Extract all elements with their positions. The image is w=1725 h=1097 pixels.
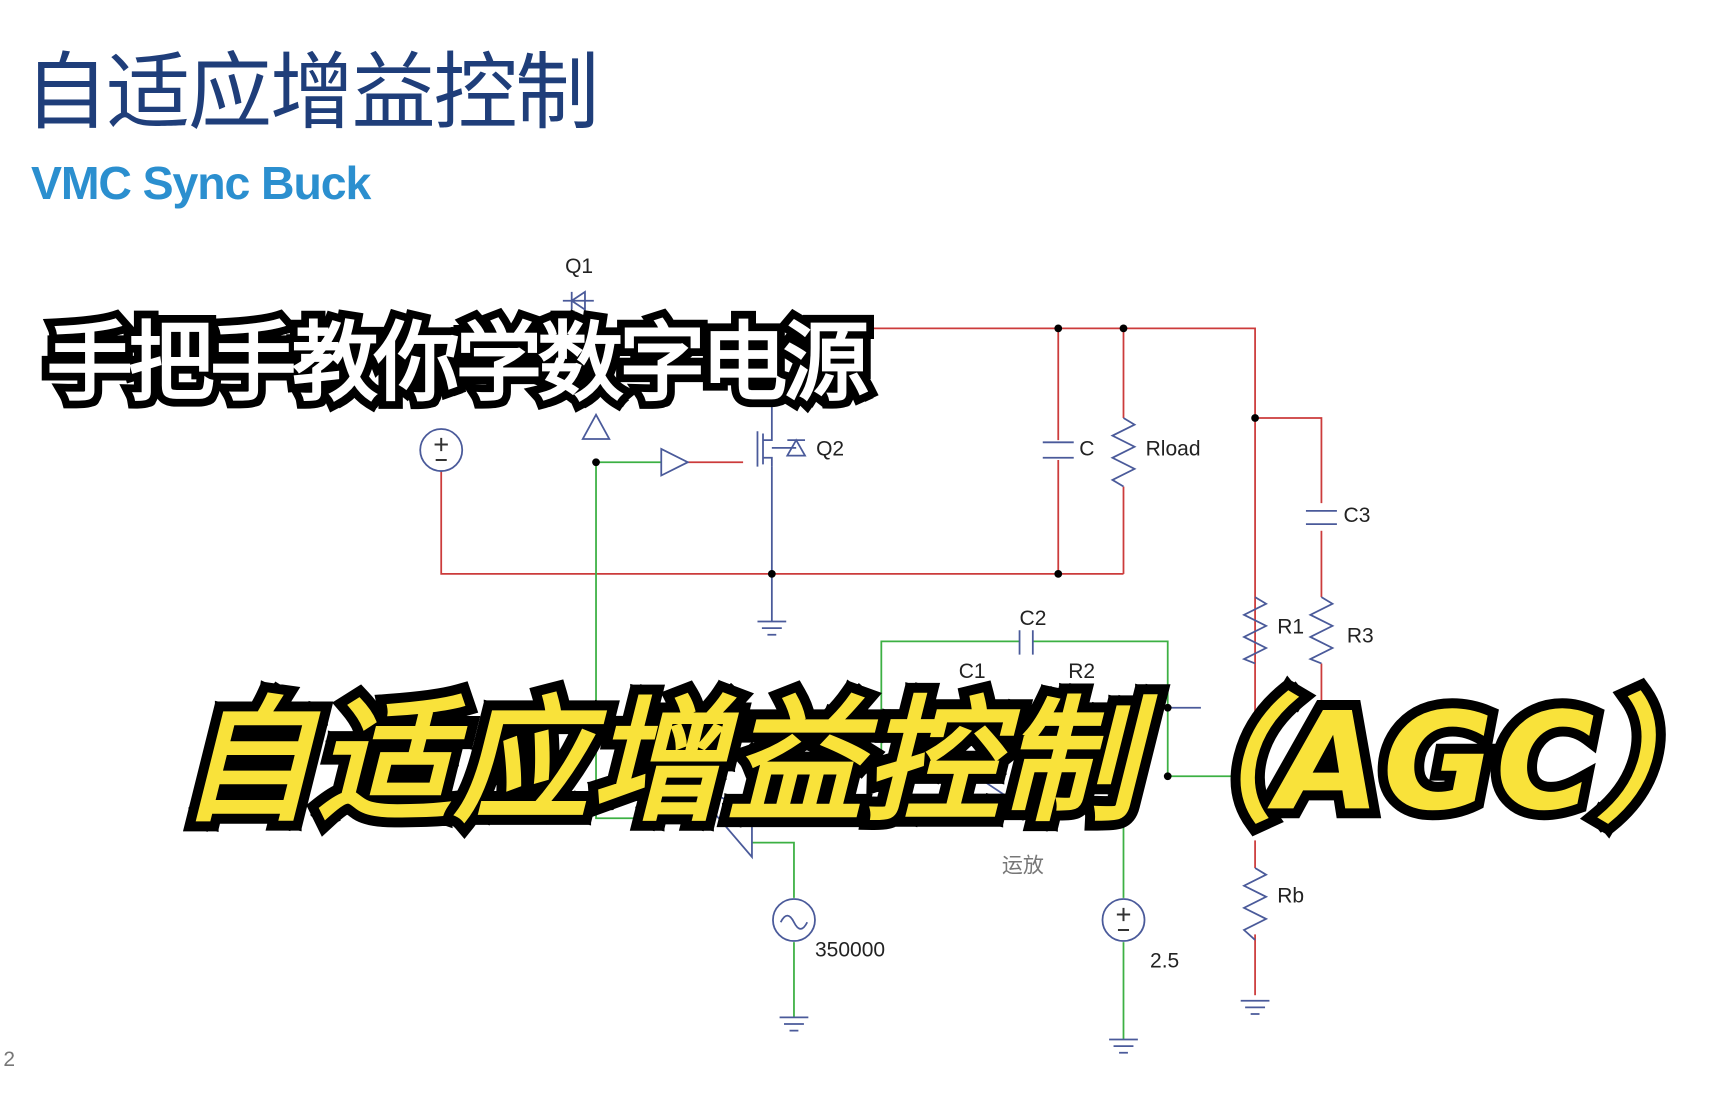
resistor-r3-icon	[1308, 596, 1335, 665]
slide-subtitle: VMC Sync Buck	[30, 157, 371, 209]
dc-ref-source-icon	[1101, 898, 1146, 942]
buffer-icon	[660, 447, 690, 477]
label-c3: C3	[1343, 504, 1371, 528]
resistor-rload-icon	[1110, 417, 1137, 488]
diode-icon	[581, 412, 611, 440]
junction-dots	[592, 324, 1259, 781]
q2-mosfet-icon	[756, 398, 807, 467]
capacitor-c2-icon	[1018, 630, 1034, 655]
label-c1: C1	[958, 660, 986, 684]
q1-diode-icon	[562, 290, 594, 312]
page-number: 2	[3, 1048, 16, 1072]
label-rb: Rb	[1277, 884, 1305, 908]
ground-icon	[1109, 1038, 1138, 1054]
components	[419, 290, 1337, 1054]
label-r2: R2	[1068, 660, 1096, 684]
label-ac-source: 350000	[814, 938, 886, 963]
ac-source-icon	[772, 898, 816, 942]
label-r3: R3	[1346, 624, 1374, 648]
label-c: C	[1079, 437, 1095, 462]
label-r1: R1	[1277, 615, 1305, 640]
slide-title: 自适应增益控制	[24, 43, 599, 142]
topic-caption: 自适应增益控制（AGC）	[169, 683, 1725, 841]
resistor-rb-icon	[1242, 867, 1269, 941]
power-wires	[440, 327, 1323, 996]
control-wires	[595, 461, 1256, 1040]
c1-r2-branch	[962, 694, 1201, 722]
label-q1: Q1	[565, 255, 594, 279]
capacitor-c3-icon	[1305, 509, 1337, 526]
label-q2: Q2	[816, 437, 845, 462]
series-caption: 手把手教你学数字电源	[39, 313, 877, 415]
label-opamp: 运放	[1001, 853, 1044, 879]
ground-icon	[1240, 999, 1270, 1015]
ground-icon	[779, 1016, 809, 1032]
ground-icon	[757, 573, 787, 636]
label-dc-ref: 2.5	[1150, 949, 1180, 974]
capacitor-c-icon	[1042, 441, 1074, 459]
opamp-icon	[972, 773, 1043, 820]
resistor-r1-icon	[1241, 596, 1269, 665]
polarity-marks	[434, 437, 1131, 931]
dc-source-icon	[419, 428, 464, 472]
label-c2: C2	[1019, 607, 1047, 631]
comparator-icon	[684, 778, 753, 860]
label-rload: Rload	[1145, 437, 1201, 462]
